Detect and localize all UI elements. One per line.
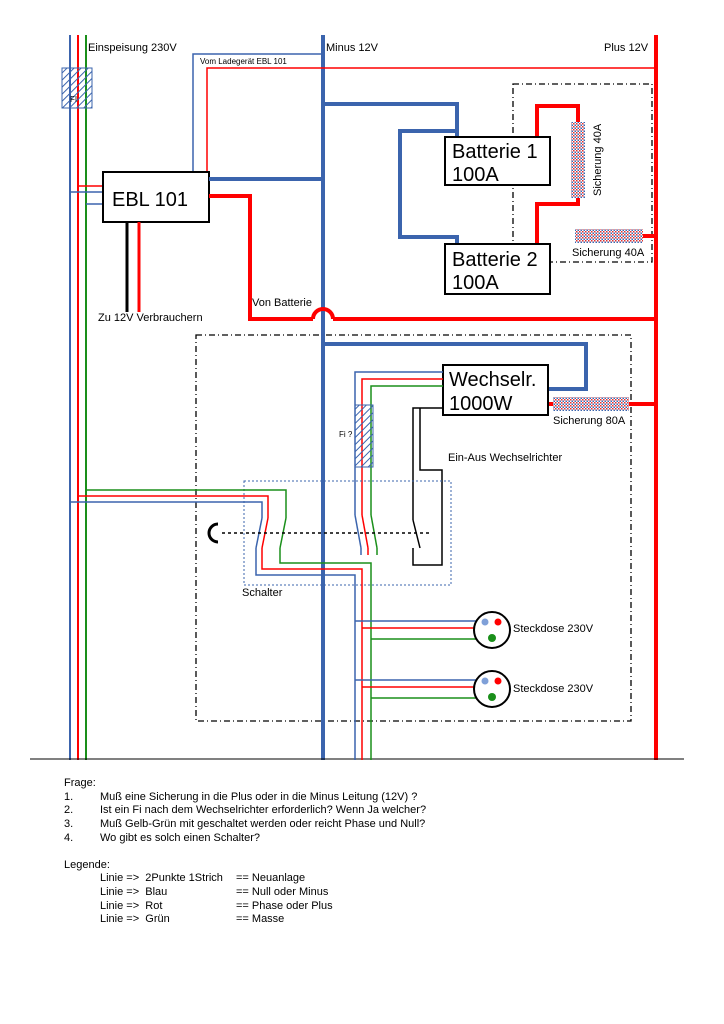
legend-row: Linie => 2Punkte 1Strich == Neuanlage <box>64 872 684 886</box>
wechselrichter-box <box>442 364 549 416</box>
legend-key: Linie => Blau <box>100 885 168 898</box>
legend-value: == Null oder Minus <box>236 885 329 898</box>
question-text: Ist ein Fi nach dem Wechselrichter erfor… <box>100 804 427 817</box>
batterie-1-box <box>444 136 551 186</box>
question-row: 3. Muß Gelb-Grün mit geschaltet werden o… <box>64 818 684 832</box>
schalter-label: Schalter <box>242 587 283 599</box>
legend-value: == Masse <box>236 913 285 926</box>
sicherung-1-label: Sicherung 40A <box>592 123 604 196</box>
schalter-contacts <box>207 514 432 549</box>
fi-main-label: FI <box>70 95 77 104</box>
legend-value: == Phase oder Plus <box>236 899 333 912</box>
legend-row: Linie => Grün == Masse <box>64 913 684 927</box>
wechselrichter-power: 1000W <box>449 393 512 415</box>
charger-lines <box>70 53 656 205</box>
batterie-1-name: Batterie 1 <box>452 141 538 163</box>
sicherung-40a-vertical-icon <box>571 122 585 198</box>
legende-title: Legende: <box>64 858 110 871</box>
ebl-label: EBL 101 <box>112 189 188 211</box>
legend-row: Linie => Rot == Phase oder Plus <box>64 900 684 914</box>
ladegeraet-label: Vom Ladegerät EBL 101 <box>200 57 287 66</box>
von-batterie-label: Von Batterie <box>252 297 312 309</box>
minus-label: Minus 12V <box>326 42 379 54</box>
questions-and-legend: Frage: 1. Muß eine Sicherung in die Plus… <box>64 777 684 927</box>
wechselrichter-name: Wechselr. <box>449 369 536 391</box>
fi-inverter-icon <box>354 404 374 468</box>
inverter-ac-lines <box>354 371 443 566</box>
battery-minus-wiring <box>323 102 459 244</box>
feed-lines <box>30 35 684 760</box>
verbraucher-label: Zu 12V Verbrauchern <box>98 312 203 324</box>
frage-title: Frage: <box>64 777 96 789</box>
batterie-1-capacity: 100A <box>452 164 499 186</box>
plus-label: Plus 12V <box>604 42 649 54</box>
steckdose-1-label: Steckdose 230V <box>513 623 594 635</box>
batterie-2-capacity: 100A <box>452 272 499 294</box>
question-row: 1. Muß eine Sicherung in die Plus oder i… <box>64 791 684 805</box>
steckdose-1-icon <box>473 611 511 649</box>
sicherung-80a-icon <box>553 397 629 411</box>
legend-key: Linie => Rot <box>100 899 163 912</box>
question-number: 1. <box>64 790 74 803</box>
batterie-2-box <box>444 243 551 295</box>
ein-aus-label: Ein-Aus Wechselrichter <box>448 452 562 464</box>
question-row: 4. Wo gibt es solch einen Schalter? <box>64 832 684 846</box>
question-number: 3. <box>64 818 74 831</box>
fi-main-icon <box>61 67 93 109</box>
fi-inverter-label: Fi ? <box>339 430 353 439</box>
question-text: Muß Gelb-Grün mit geschaltet werden oder… <box>100 818 426 831</box>
grid-to-switch-lines <box>70 489 287 518</box>
switch-output-lines <box>255 548 497 760</box>
sicherung-2-label: Sicherung 40A <box>572 247 645 259</box>
question-text: Wo gibt es solch einen Schalter? <box>100 831 260 844</box>
einspeisung-label: Einspeisung 230V <box>88 42 177 54</box>
inverter-area-box <box>195 334 632 722</box>
schalter-outline <box>243 480 452 586</box>
legend-value: == Neuanlage <box>236 872 306 885</box>
sicherung-40a-horizontal-icon <box>575 229 643 243</box>
question-number: 2. <box>64 804 74 817</box>
steckdose-2-label: Steckdose 230V <box>513 683 594 695</box>
legend-key: Linie => 2Punkte 1Strich <box>100 872 223 885</box>
question-text: Muß eine Sicherung in die Plus oder in d… <box>100 790 418 803</box>
question-row: 2. Ist ein Fi nach dem Wechselrichter er… <box>64 804 684 818</box>
legend-key: Linie => Grün <box>100 913 170 926</box>
sicherung-80a-label: Sicherung 80A <box>553 415 626 427</box>
steckdose-2-icon <box>473 670 511 708</box>
batterie-2-name: Batterie 2 <box>452 249 538 271</box>
question-number: 4. <box>64 831 74 844</box>
battery-area-box <box>512 83 653 263</box>
ebl-box <box>102 171 210 223</box>
legend-row: Linie => Blau == Null oder Minus <box>64 886 684 900</box>
